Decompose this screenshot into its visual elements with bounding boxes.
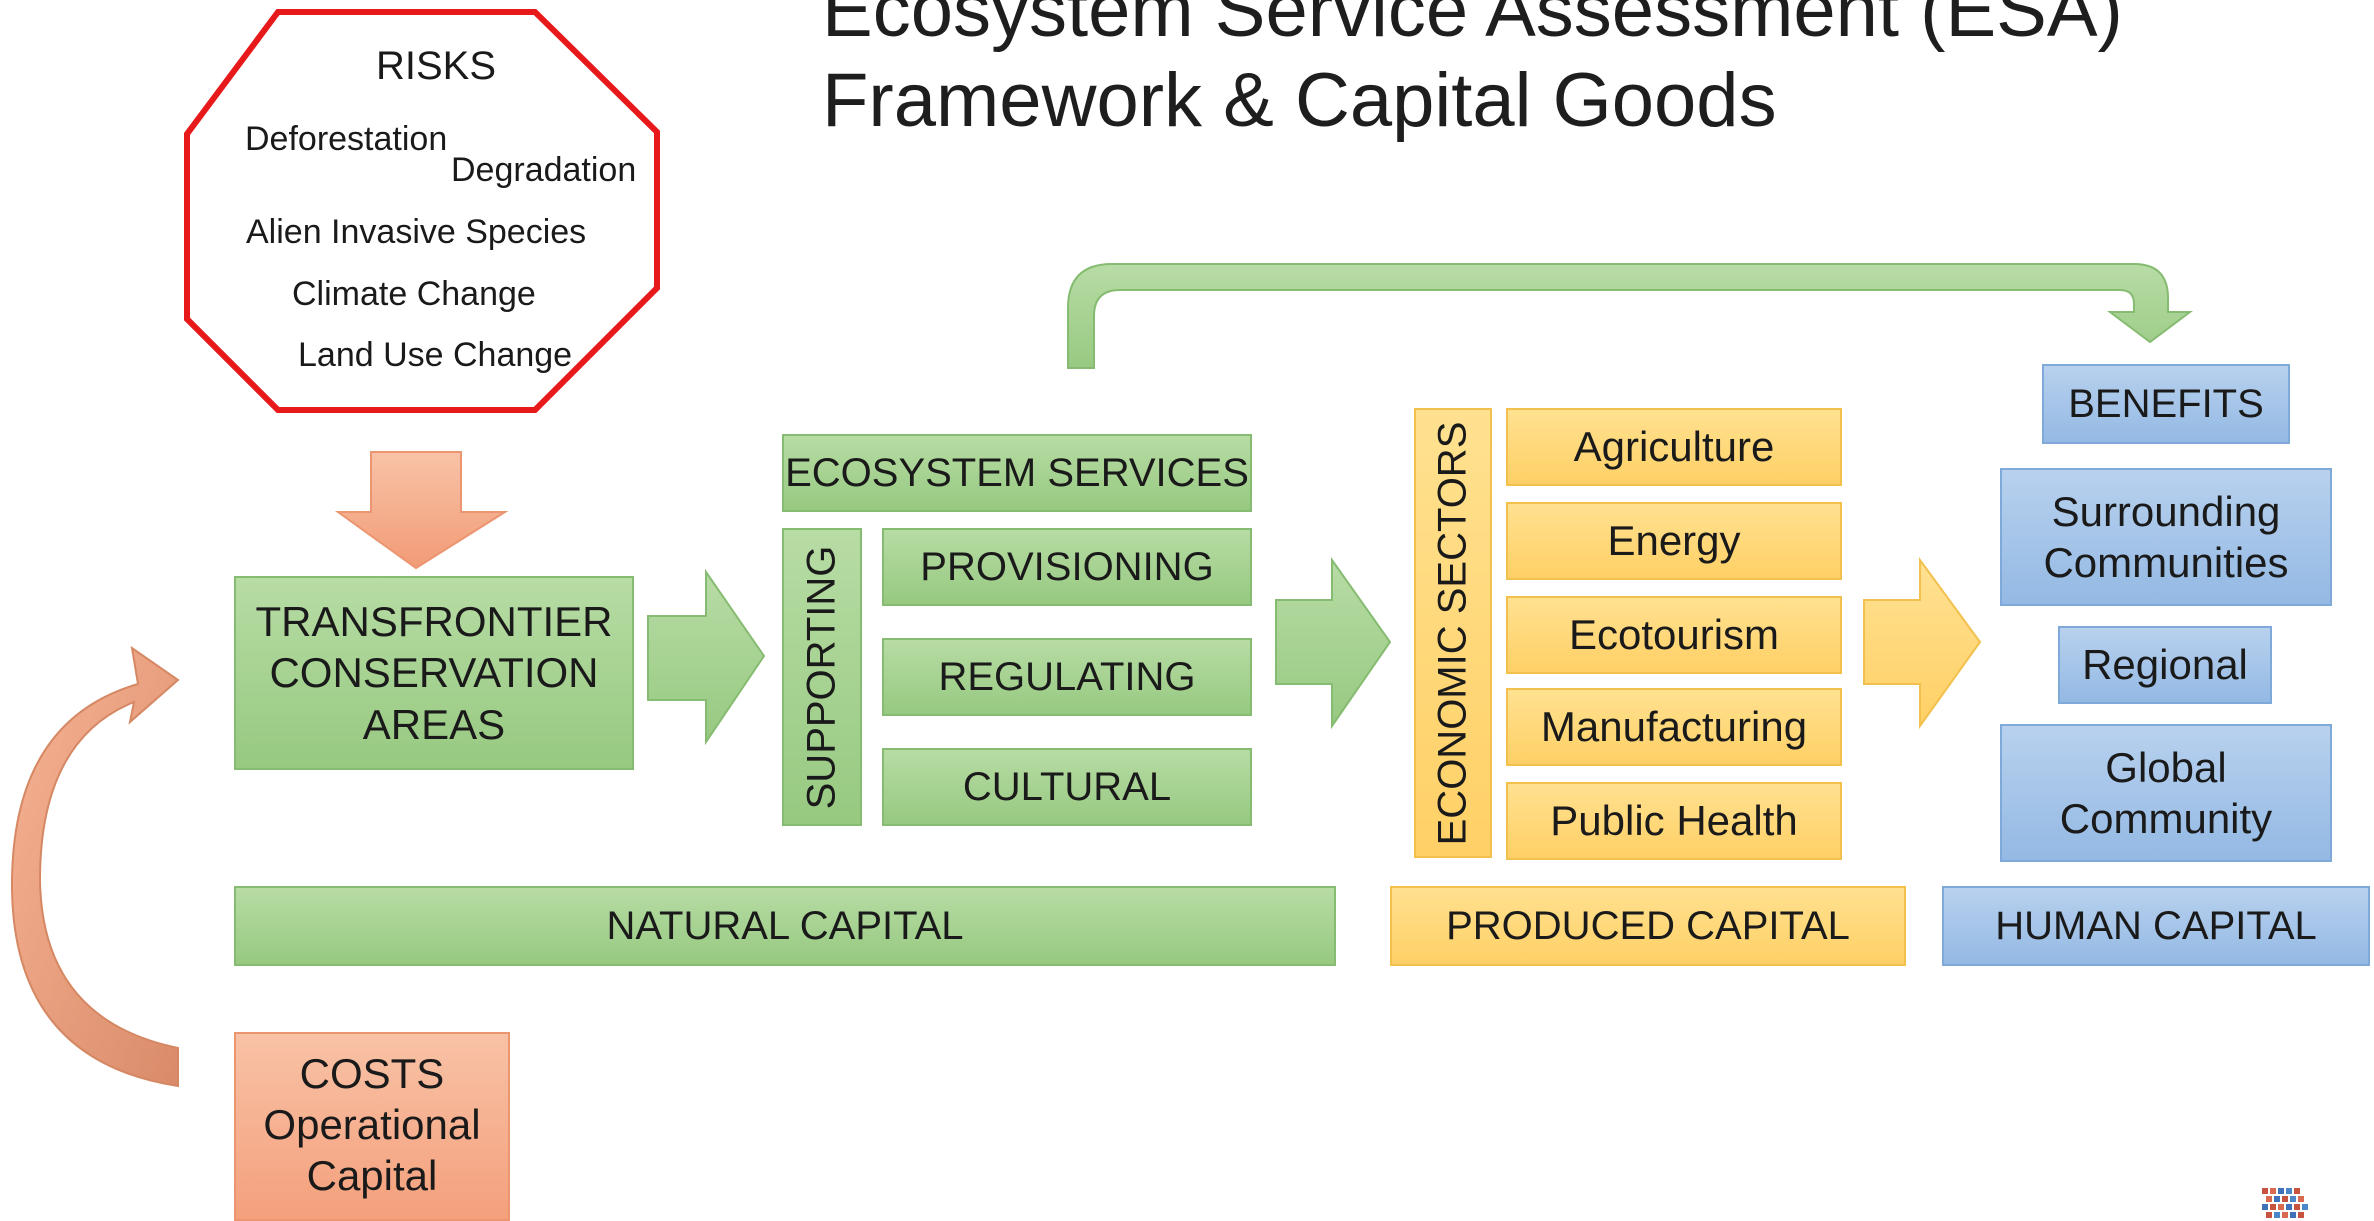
supporting-box: SUPPORTING (782, 528, 862, 826)
global-line-2: Community (2059, 795, 2273, 842)
risk-item-degradation: Degradation (451, 151, 637, 189)
produced-capital-bar: PRODUCED CAPITAL (1390, 886, 1906, 966)
tfca-line-2: CONSERVATION (269, 649, 599, 697)
benefit-global-community: Global Community (2000, 724, 2332, 862)
sector-ecotourism: Ecotourism (1506, 596, 1842, 674)
costs-line-3: Capital (306, 1152, 438, 1200)
human-capital-bar: HUMAN CAPITAL (1942, 886, 2370, 966)
benefit-surrounding-communities: Surrounding Communities (2000, 468, 2332, 606)
sector-agriculture: Agriculture (1506, 408, 1842, 486)
costs-line-1: COSTS (299, 1050, 445, 1097)
sector-energy: Energy (1506, 502, 1842, 580)
arrow-tfca-to-services (647, 568, 766, 746)
risk-item-deforestation: Deforestation (245, 120, 448, 158)
tfca-box: TRANSFRONTIER CONSERVATION AREAS (234, 576, 634, 770)
regulating-box: REGULATING (882, 638, 1252, 716)
global-line-1: Global (2105, 743, 2227, 791)
risk-item-invasive-species: Alien Invasive Species (246, 213, 587, 251)
natural-capital-bar: NATURAL CAPITAL (234, 886, 1336, 966)
sector-manufacturing: Manufacturing (1506, 688, 1842, 766)
tfca-line-3: AREAS (362, 700, 506, 748)
arrow-sectors-to-benefits (1863, 556, 1982, 730)
supporting-label: SUPPORTING (799, 545, 844, 809)
sector-public-health: Public Health (1506, 782, 1842, 860)
economic-sectors-label: ECONOMIC SECTORS (1430, 421, 1475, 845)
arrow-services-to-sectors (1275, 556, 1392, 730)
benefit-regional: Regional (2058, 626, 2272, 704)
economic-sectors-box: ECONOMIC SECTORS (1414, 408, 1492, 858)
bent-arrow-services-to-benefits (1067, 263, 2193, 369)
ecosystem-services-heading: ECOSYSTEM SERVICES (782, 434, 1252, 512)
provisioning-box: PROVISIONING (882, 528, 1252, 606)
risks-heading: RISKS (376, 44, 497, 88)
risk-item-climate-change: Climate Change (292, 275, 536, 313)
surrounding-line-2: Communities (2043, 539, 2289, 586)
logo-icon (2262, 1188, 2308, 1218)
curved-arrow-costs-to-tfca (10, 645, 180, 1088)
benefits-heading: BENEFITS (2042, 364, 2290, 444)
page-title: Ecosystem Service Assessment (ESA) Frame… (822, 0, 2123, 146)
title-line-2: Framework & Capital Goods (822, 58, 1777, 143)
risks-octagon (184, 9, 660, 413)
tfca-line-1: TRANSFRONTIER (255, 598, 613, 646)
risk-item-land-use-change: Land Use Change (298, 336, 573, 374)
costs-box: COSTS Operational Capital (234, 1032, 510, 1221)
title-line-1: Ecosystem Service Assessment (ESA) (822, 0, 2123, 53)
down-arrow (334, 451, 509, 570)
surrounding-line-1: Surrounding (2051, 487, 2281, 535)
cultural-box: CULTURAL (882, 748, 1252, 826)
costs-line-2: Operational (263, 1101, 481, 1149)
